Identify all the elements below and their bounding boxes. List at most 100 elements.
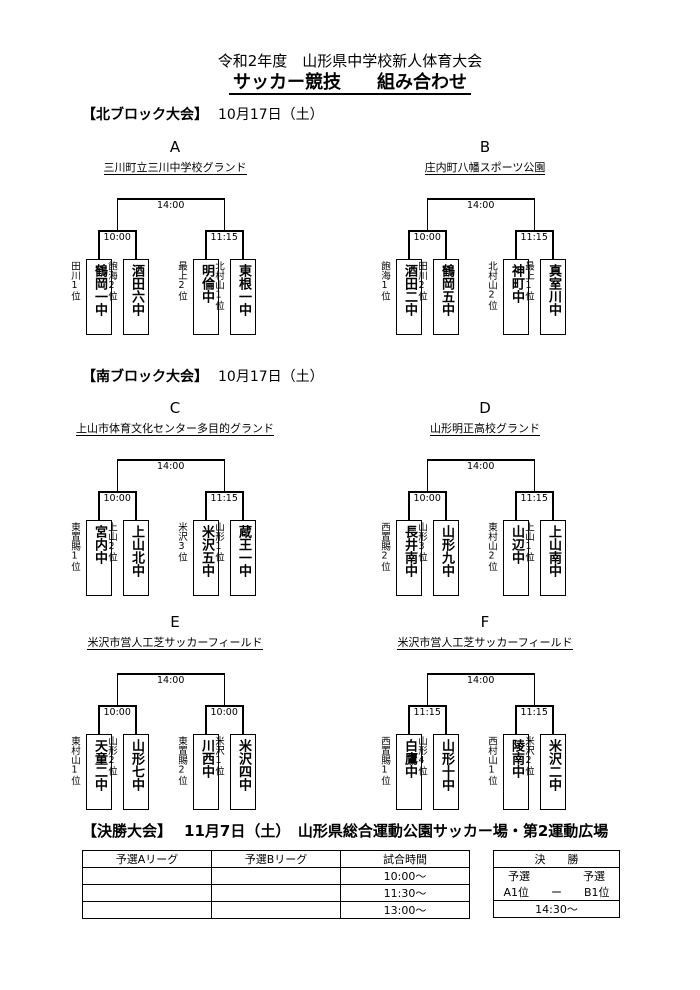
bracket-line	[445, 230, 447, 259]
team-name: 山形十中	[439, 739, 454, 791]
team-box: 東根一中	[230, 259, 256, 335]
bracket-line	[515, 230, 552, 232]
bracket-line	[98, 491, 100, 520]
team-box: 山形七中	[123, 734, 149, 810]
team-box: 酒田六中	[123, 259, 149, 335]
team-seed: 北村山1位	[213, 261, 224, 310]
bracket-line	[223, 459, 225, 491]
team-box: 天童二中	[86, 734, 112, 810]
team-seed: 東置賜1位	[69, 522, 80, 571]
bracket-line	[116, 459, 224, 461]
bracket-line	[408, 230, 410, 259]
bracket-line	[223, 673, 225, 705]
bracket-line	[205, 230, 207, 259]
team-name: 明倫中	[199, 264, 214, 303]
team-name: 酒田二中	[402, 264, 417, 316]
match-time: 10:00	[413, 493, 441, 504]
team-seed: 西置賜2位	[379, 522, 390, 571]
match-time: 11:15	[520, 493, 548, 504]
bracket-line	[242, 705, 244, 734]
final-time: 14:00	[157, 461, 185, 472]
main-title: サッカー競技 組み合わせ	[229, 72, 471, 95]
header-league-a: 予選Aリーグ	[82, 850, 212, 868]
bracket-line	[408, 230, 445, 232]
bracket-line	[116, 198, 224, 200]
match-time: 11:15	[520, 707, 548, 718]
team-box: 鶴岡一中	[86, 259, 112, 335]
bracket-line	[116, 459, 118, 491]
final-league-table: 予選Aリーグ 予選Bリーグ 試合時間 10:00〜 11:30〜 13:00〜	[82, 850, 470, 919]
bracket-line	[205, 491, 207, 520]
team-box: 明倫中	[193, 259, 219, 335]
bracket-line	[135, 705, 137, 734]
team-seed: 田川2位	[416, 261, 427, 301]
team-seed: 山形4位	[416, 736, 427, 776]
team-box: 山形九中	[433, 520, 459, 596]
venue-name: 庄内町八幡スポーツ公園	[424, 161, 546, 175]
team-name: 天童二中	[92, 739, 107, 791]
bracket-letter: B	[479, 138, 491, 156]
final-time: 14:00	[467, 200, 495, 211]
venue-name: 米沢市営人工芝サッカーフィールド	[87, 636, 263, 650]
team-name: 東根一中	[236, 264, 251, 316]
team-name: 鶴岡一中	[92, 264, 107, 316]
bracket-line	[205, 705, 242, 707]
match-time: 11:15	[413, 707, 441, 718]
bracket-line	[515, 230, 517, 259]
sub-label-left: 予選	[493, 867, 557, 884]
bracket-line	[205, 230, 242, 232]
team-seed: 山形2位	[106, 736, 117, 776]
bracket-line	[205, 705, 207, 734]
final-header: 決 勝	[493, 850, 620, 868]
match-time: 11:15	[520, 232, 548, 243]
bracket-line	[135, 491, 137, 520]
bracket-line	[223, 198, 225, 230]
team-seed: 米沢3位	[176, 522, 187, 562]
bracket-line	[135, 230, 137, 259]
bracket-line	[426, 459, 534, 461]
team-seed: 山形3位	[416, 522, 427, 562]
bracket-line	[242, 491, 244, 520]
match-time: 10:00	[103, 707, 131, 718]
final-tournament-heading: 【決勝大会】11月7日（土） 山形県総合運動公園サッカー場・第2運動広場	[82, 822, 609, 840]
team-box: 山辺中	[503, 520, 529, 596]
team-name: 上山北中	[129, 525, 144, 577]
final-time: 14:00	[467, 675, 495, 686]
team-seed: 東村山2位	[486, 522, 497, 571]
bracket-line	[98, 705, 100, 734]
bracket-line	[408, 491, 445, 493]
bracket-letter: A	[169, 138, 181, 156]
south-block-heading: 【南ブロック大会】10月17日（土）	[82, 369, 324, 385]
team-name: 山形九中	[439, 525, 454, 577]
final-time: 14:00	[467, 461, 495, 472]
team-box: 鶴岡五中	[433, 259, 459, 335]
bracket-line	[515, 491, 552, 493]
venue-name: 山形明正高校グランド	[430, 422, 540, 436]
team-box: 上山北中	[123, 520, 149, 596]
team-box: 米沢二中	[540, 734, 566, 810]
match-time: 10:00	[413, 232, 441, 243]
bracket-line	[533, 459, 535, 491]
team-seed: 西村山1位	[486, 736, 497, 785]
team-name: 山辺中	[509, 525, 524, 564]
bracket-b: B 庄内町八幡スポーツ公園 14:00 10:00 11:15 酒田二中 飽海1位 鶴岡五中田…	[365, 138, 605, 338]
team-seed: 最上2位	[176, 261, 187, 301]
bracket-line	[408, 491, 410, 520]
team-box: 酒田二中	[396, 259, 422, 335]
team-seed: 最上1位	[523, 261, 534, 301]
header-league-b: 予選Bリーグ	[211, 850, 341, 868]
bracket-line	[426, 198, 428, 230]
team-seed: 飽海1位	[379, 261, 390, 301]
team-box: 長井南中	[396, 520, 422, 596]
team-box: 米沢四中	[230, 734, 256, 810]
team-seed: 田川1位	[69, 261, 80, 301]
match-time: 11:15	[210, 493, 238, 504]
bracket-line	[515, 491, 517, 520]
team-name: 宮内中	[92, 525, 107, 564]
bracket-line	[426, 198, 534, 200]
team-box: 上山南中	[540, 520, 566, 596]
bracket-line	[515, 705, 517, 734]
